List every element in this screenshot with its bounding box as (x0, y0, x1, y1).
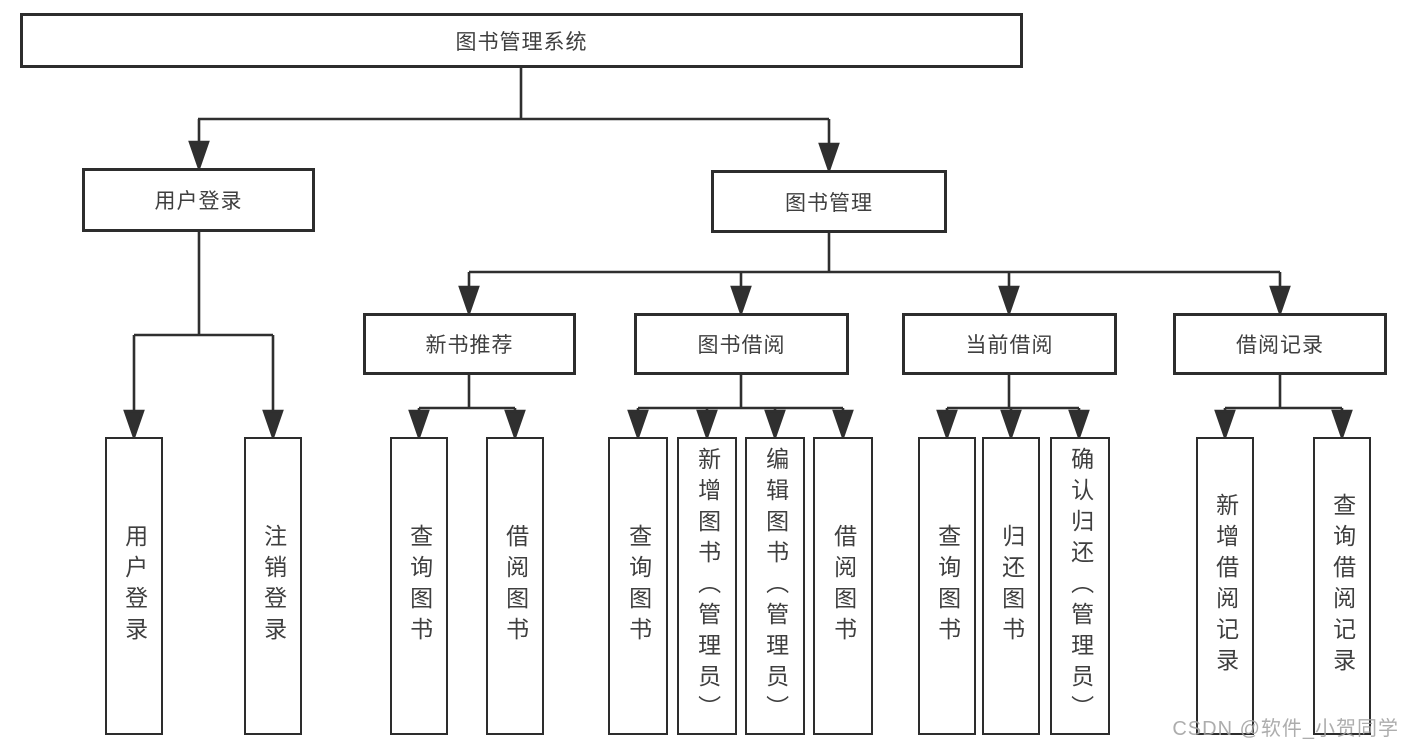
node-label: 当前借阅 (965, 334, 1054, 357)
connector-bookborrow-to-leaves (627, 375, 854, 441)
node-book-management: 图书管理 (711, 170, 947, 233)
node-user-login: 用户登录 (82, 168, 315, 232)
node-label: 新增借阅记录 (1212, 493, 1239, 679)
node-label: 借阅记录 (1236, 334, 1324, 357)
node-label: 确认归还（管理员） (1067, 446, 1094, 726)
node-label: 图书管理 (785, 191, 873, 215)
node-label: 用户登录 (154, 190, 243, 213)
node-label: 图书管理系统 (455, 30, 588, 54)
node-label: 查询图书 (934, 524, 961, 648)
connector-bookmgmt-to-level3 (458, 233, 1291, 317)
node-label: 新增图书（管理员） (694, 446, 721, 726)
node-rec-query-books: 查询图书 (390, 437, 448, 735)
node-br-query-record: 查询借阅记录 (1313, 437, 1371, 735)
node-bb-query-books: 查询图书 (608, 437, 668, 735)
node-label: 新书推荐 (425, 334, 514, 357)
node-library-management-system: 图书管理系统 (20, 13, 1023, 68)
node-book-borrow: 图书借阅 (634, 313, 849, 375)
node-bb-edit-books-admin: 编辑图书（管理员） (745, 437, 805, 735)
connector-root-to-level2 (188, 68, 840, 174)
node-borrow-records: 借阅记录 (1173, 313, 1387, 375)
node-bb-add-books-admin: 新增图书（管理员） (677, 437, 737, 735)
node-br-add-record: 新增借阅记录 (1196, 437, 1254, 735)
node-label: 借阅图书 (830, 524, 857, 648)
node-bb-borrow-books: 借阅图书 (813, 437, 873, 735)
node-label: 查询图书 (406, 524, 433, 648)
node-leaf-logout: 注销登录 (244, 437, 302, 735)
node-label: 用户登录 (121, 524, 148, 648)
connector-currentborrow-to-leaves (936, 375, 1090, 441)
node-current-borrow: 当前借阅 (902, 313, 1117, 375)
node-cb-query-books: 查询图书 (918, 437, 976, 735)
node-label: 图书借阅 (697, 334, 786, 357)
node-rec-borrow-books: 借阅图书 (486, 437, 544, 735)
connector-borrowrecords-to-leaves (1214, 375, 1353, 441)
node-cb-confirm-return-admin: 确认归还（管理员） (1050, 437, 1110, 735)
node-label: 查询借阅记录 (1329, 493, 1356, 679)
node-cb-return-books: 归还图书 (982, 437, 1040, 735)
node-label: 注销登录 (260, 524, 287, 648)
connector-newbookrec-to-leaves (408, 375, 526, 441)
node-new-book-recommend: 新书推荐 (363, 313, 576, 375)
node-label: 查询图书 (625, 524, 652, 648)
node-label: 编辑图书（管理员） (762, 446, 789, 726)
node-label: 借阅图书 (502, 524, 529, 648)
connector-userlogin-to-leaves (123, 232, 284, 441)
node-label: 归还图书 (998, 524, 1025, 648)
csdn-watermark: CSDN @软件_小贺同学 (1172, 718, 1399, 740)
node-leaf-user-login: 用户登录 (105, 437, 163, 735)
